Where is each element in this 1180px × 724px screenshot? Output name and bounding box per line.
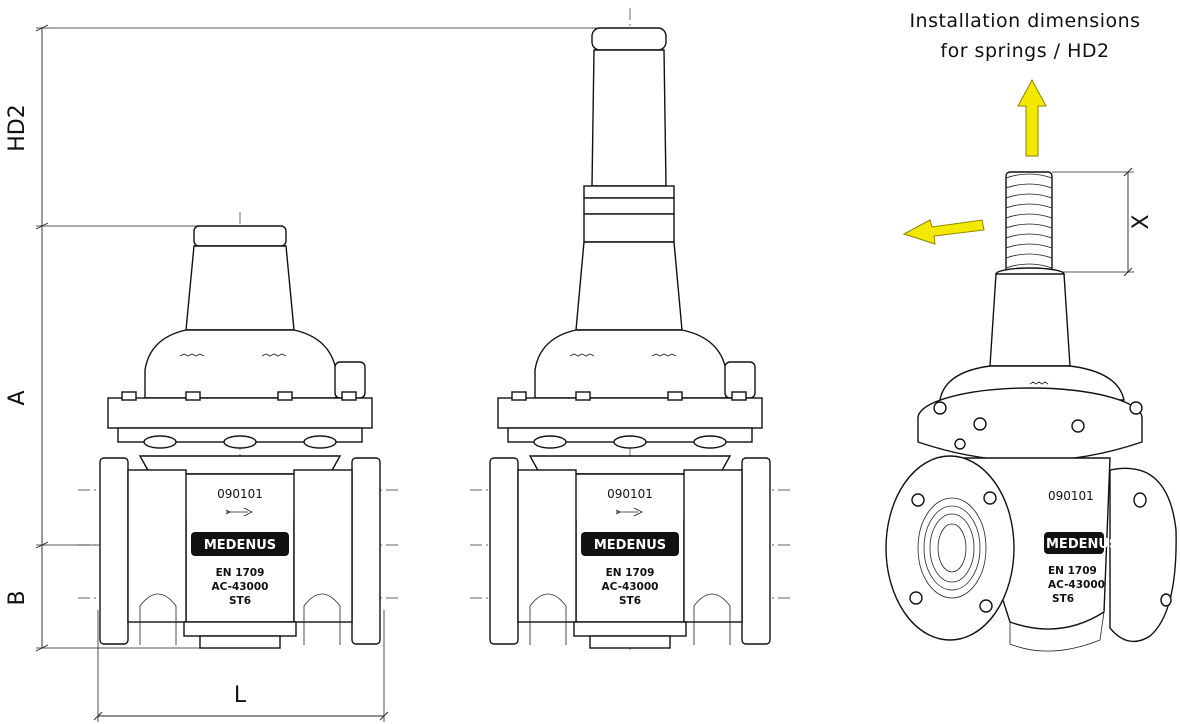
valve2-mark: ST6 — [619, 595, 641, 607]
spring-icon — [1005, 171, 1053, 273]
dim-x-label: X — [1129, 214, 1154, 229]
dim-a-label: A — [5, 390, 30, 405]
valve3-class: AC-43000 — [1048, 579, 1105, 591]
caption-line-1: Installation dimensions — [909, 10, 1141, 32]
valve-front-view-hd2: 090101 MEDENUS EN 1709 AC-43000 ST6 — [470, 8, 790, 650]
valve3-code: 090101 — [1048, 489, 1094, 503]
valve2-code: 090101 — [607, 487, 653, 501]
caption-line-2: for springs / HD2 — [940, 40, 1110, 62]
valve3-brand-plate: MEDENUS — [1046, 537, 1118, 552]
valve3-mark: ST6 — [1052, 593, 1074, 605]
valve2-class: AC-43000 — [602, 581, 659, 593]
dim-hd2-label: HD2 — [5, 104, 30, 151]
flow-direction-icon — [615, 507, 643, 517]
valve3-standard: EN 1709 — [1048, 565, 1097, 577]
arrow-up-icon — [1017, 78, 1047, 157]
valve-front-view-standard: 090101 MEDENUS EN 1709 AC-43000 ST6 — [78, 212, 402, 650]
valve1-code: 090101 — [217, 487, 263, 501]
valve1-standard: EN 1709 — [216, 567, 265, 579]
valve2-standard: EN 1709 — [606, 567, 655, 579]
caption-installation-dimensions: Installation dimensions for springs / HD… — [880, 6, 1170, 66]
dim-l-label: L — [234, 683, 247, 708]
dim-b-label: B — [5, 590, 30, 605]
valve1-class: AC-43000 — [212, 581, 269, 593]
arrow-left-icon — [902, 219, 985, 245]
valve1-mark: ST6 — [229, 595, 251, 607]
valve2-brand-plate: MEDENUS — [594, 538, 666, 553]
dimension-lines — [35, 24, 617, 722]
valve-isometric-view: X 090101 MEDENUS EN 1709 AC-4 — [885, 78, 1177, 652]
valve1-brand-plate: MEDENUS — [204, 538, 276, 553]
flow-direction-icon — [225, 507, 253, 517]
